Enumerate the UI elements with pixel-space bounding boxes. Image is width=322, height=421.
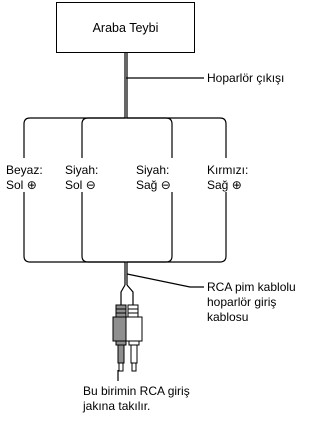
wire-label-4-line2: Sağ ⊕ <box>207 178 242 192</box>
wire-label-2-line1: Siyah: <box>65 163 99 177</box>
plus-icon: ⊕ <box>231 178 242 192</box>
rca-cable-callout-line2: hoparlör giriş <box>207 295 277 309</box>
wire-label-3-line1: Siyah: <box>136 163 170 177</box>
rca-cable-leader <box>126 273 204 288</box>
wire-label-1-line2: Sol ⊕ <box>6 178 37 192</box>
minus-icon: ⊖ <box>160 178 171 192</box>
wire-label-3-line2: Sağ ⊖ <box>136 178 171 192</box>
wire-label-4-line1: Kırmızı: <box>207 163 249 177</box>
plus-icon: ⊕ <box>26 178 37 192</box>
car-stereo-label: Araba Teybi <box>92 20 159 35</box>
lower-merge-wire <box>23 255 125 263</box>
rca-plug-left <box>112 304 130 372</box>
car-stereo-box: Araba Teybi <box>56 2 195 53</box>
minus-icon: ⊖ <box>85 178 96 192</box>
rca-input-callout-line2: jakına takılır. <box>83 399 151 413</box>
rca-cable-callout-line3: kablosu <box>207 310 249 324</box>
rca-plug-right <box>125 304 143 372</box>
rca-input-callout-line1: Bu birimin RCA giriş <box>83 384 190 398</box>
speaker-output-callout: Hoparlör çıkışı <box>207 71 285 85</box>
wire-label-2-line2: Sol ⊖ <box>65 178 96 192</box>
wire-label-2-channel: Sol <box>65 178 83 192</box>
wire-label-3-channel: Sağ <box>136 178 158 192</box>
wire-label-1-channel: Sol <box>6 178 24 192</box>
rca-cable-callout-line1: RCA pim kablolu <box>207 280 296 294</box>
wire-label-4-channel: Sağ <box>207 178 229 192</box>
wire-label-1-line1: Beyaz: <box>6 163 43 177</box>
upper-split-wire <box>23 117 125 158</box>
